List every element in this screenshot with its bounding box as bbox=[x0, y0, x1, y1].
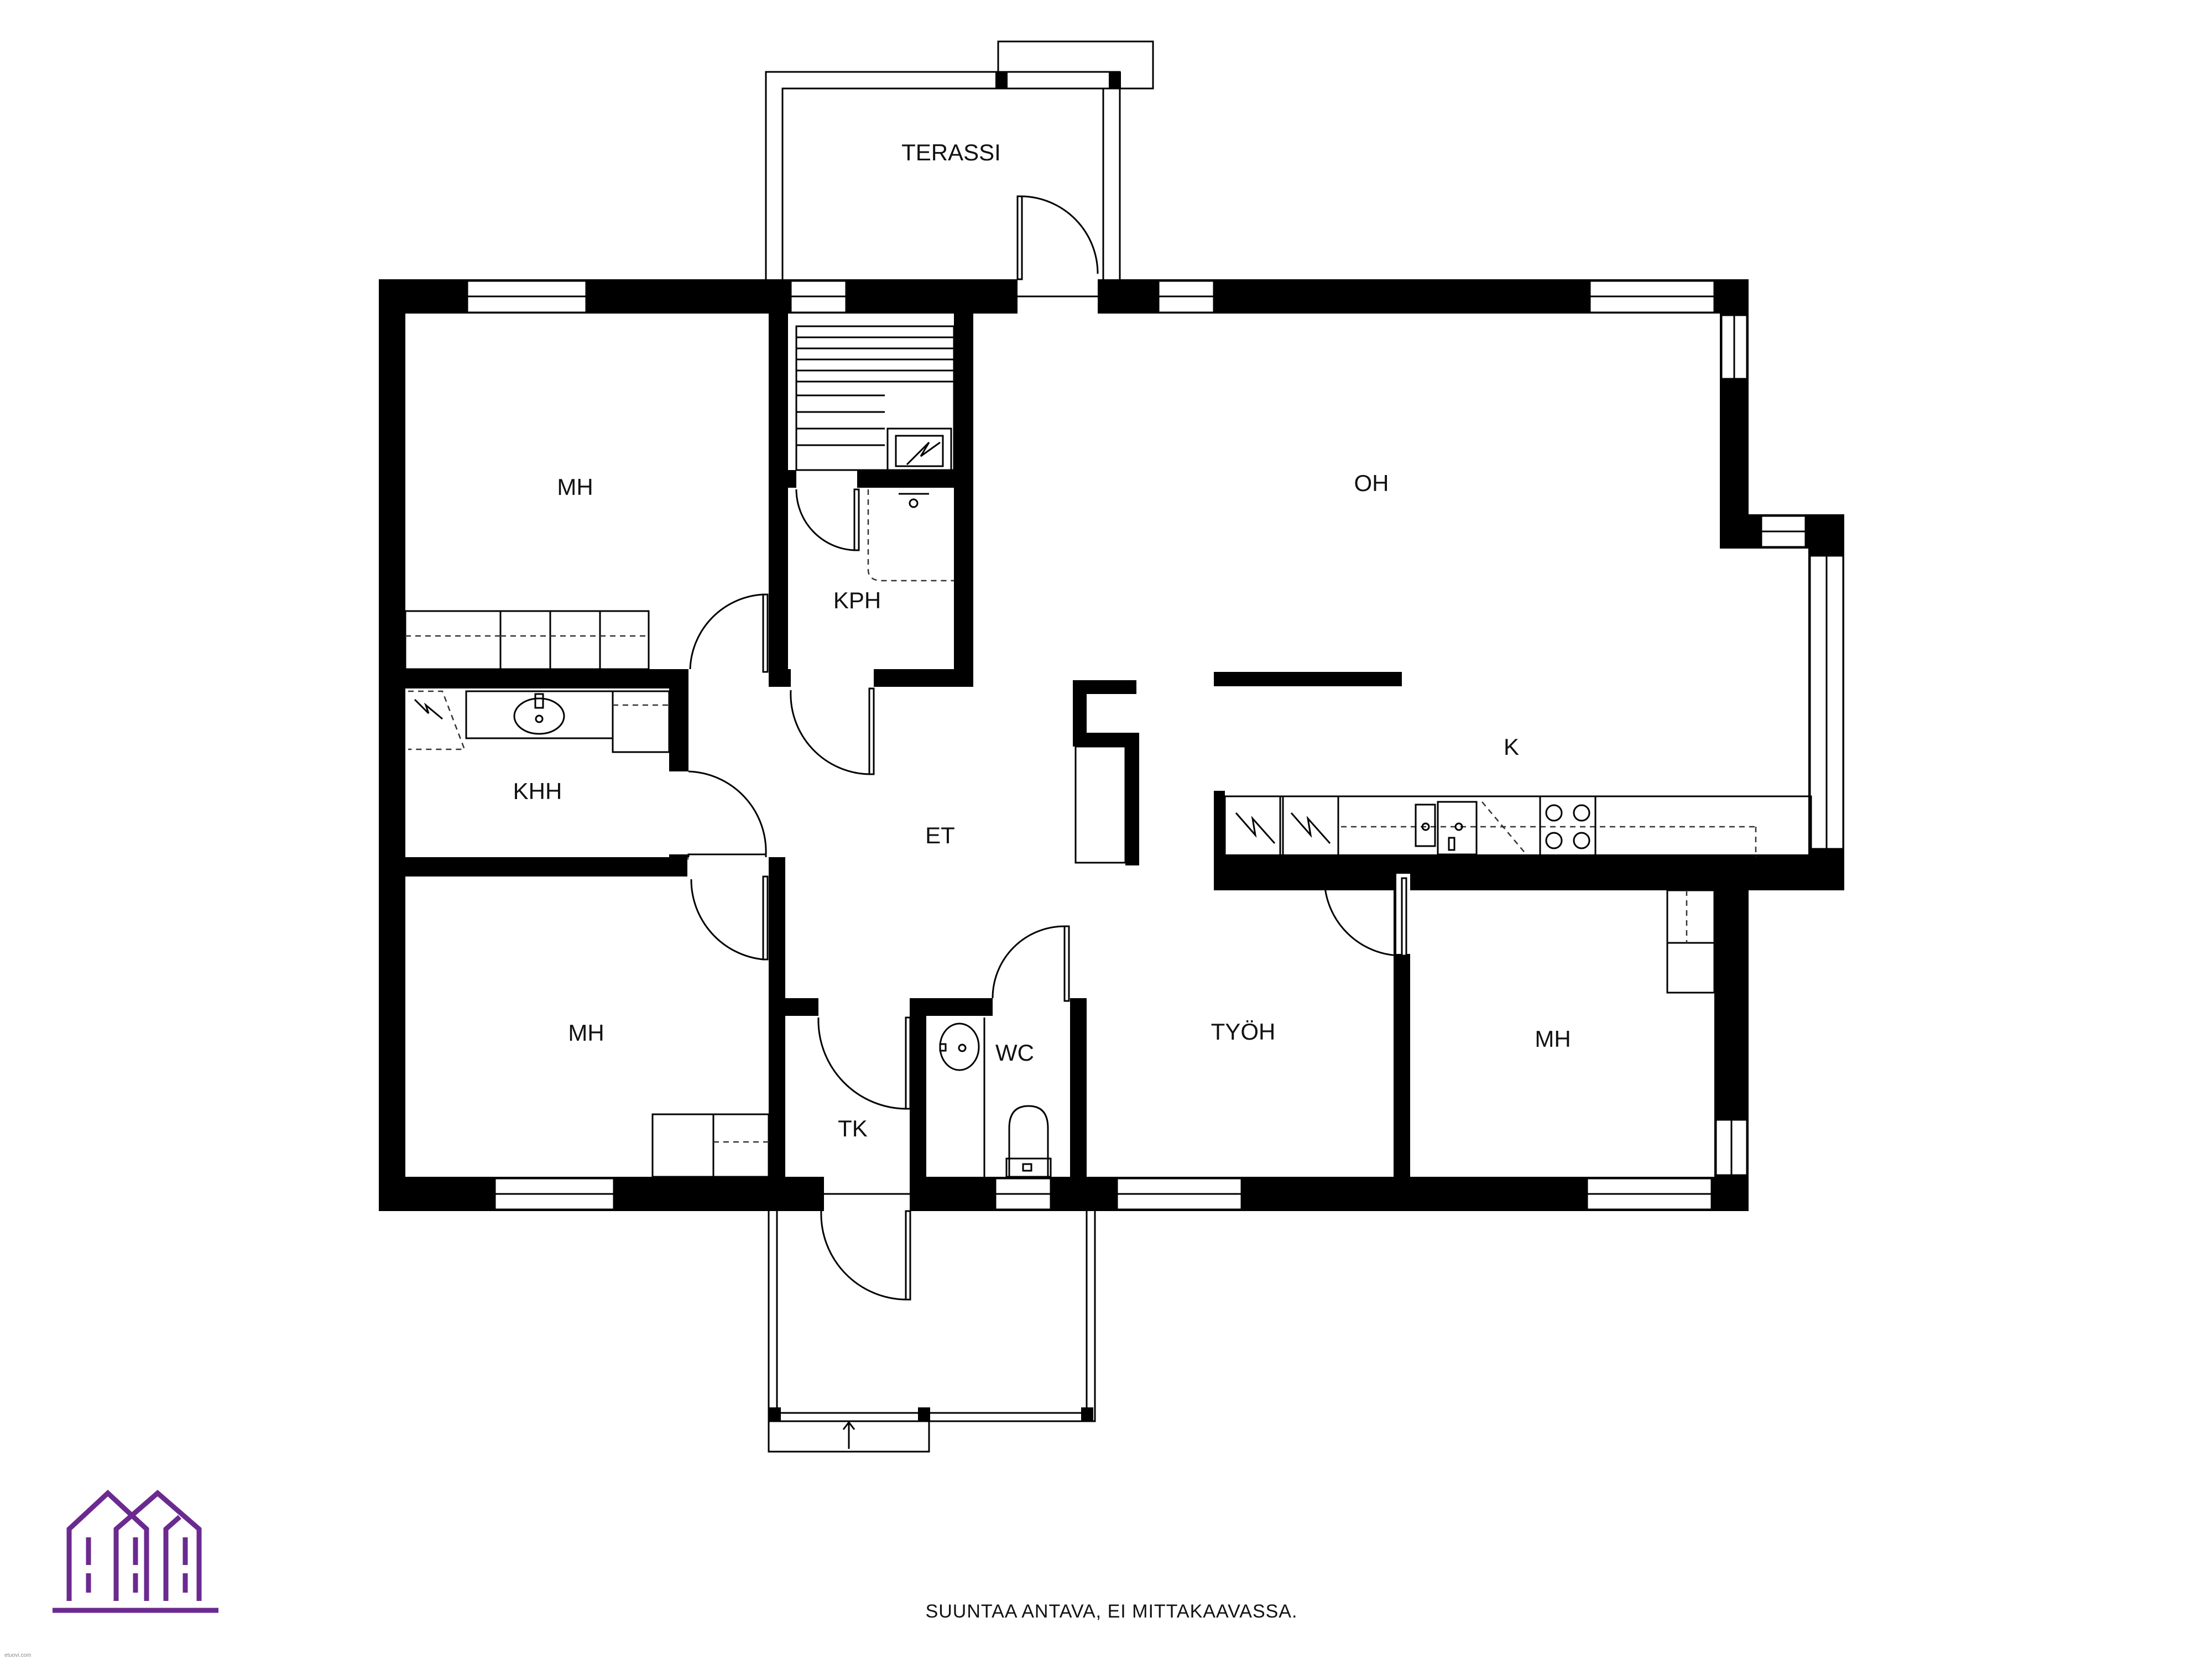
room-label-khh: KHH bbox=[513, 778, 562, 804]
wardrobe-mh-top bbox=[404, 610, 650, 670]
room-label-oh: OH bbox=[1354, 470, 1389, 496]
entrance-porch bbox=[768, 1208, 1096, 1453]
disclaimer-note: SUUNTAA ANTAVA, EI MITTAKAAVASSA. bbox=[926, 1601, 1298, 1622]
houses-logo-icon bbox=[53, 1489, 218, 1613]
kitchen-counter bbox=[1224, 795, 1812, 858]
wardrobe-mh-right bbox=[1666, 889, 1715, 994]
shower bbox=[867, 489, 954, 582]
laundry-fixtures bbox=[408, 690, 670, 753]
room-labels: TERASSI MH OH KPH KHH ET K MH WC TK TYÖH… bbox=[513, 139, 1571, 1141]
room-label-tk: TK bbox=[838, 1115, 868, 1141]
wc-fixtures bbox=[939, 1018, 1052, 1178]
room-label-mh-right: MH bbox=[1535, 1026, 1571, 1052]
room-label-mh-left: MH bbox=[568, 1020, 604, 1046]
wardrobe-mh-left bbox=[651, 1113, 770, 1178]
room-label-k: K bbox=[1504, 734, 1519, 760]
terrace bbox=[765, 40, 1154, 282]
watermark: etuovi.com bbox=[4, 1652, 31, 1658]
room-label-et: ET bbox=[925, 822, 955, 848]
room-label-terassi: TERASSI bbox=[901, 139, 1001, 165]
windows bbox=[466, 280, 1844, 1211]
room-label-kph: KPH bbox=[833, 587, 881, 613]
room-label-tyoh: TYÖH bbox=[1211, 1019, 1276, 1045]
fixtures bbox=[404, 325, 1812, 1178]
sauna-benches bbox=[795, 325, 955, 471]
room-label-mh-top: MH bbox=[557, 474, 593, 500]
doors bbox=[669, 195, 1410, 1301]
room-label-wc: WC bbox=[995, 1040, 1034, 1066]
